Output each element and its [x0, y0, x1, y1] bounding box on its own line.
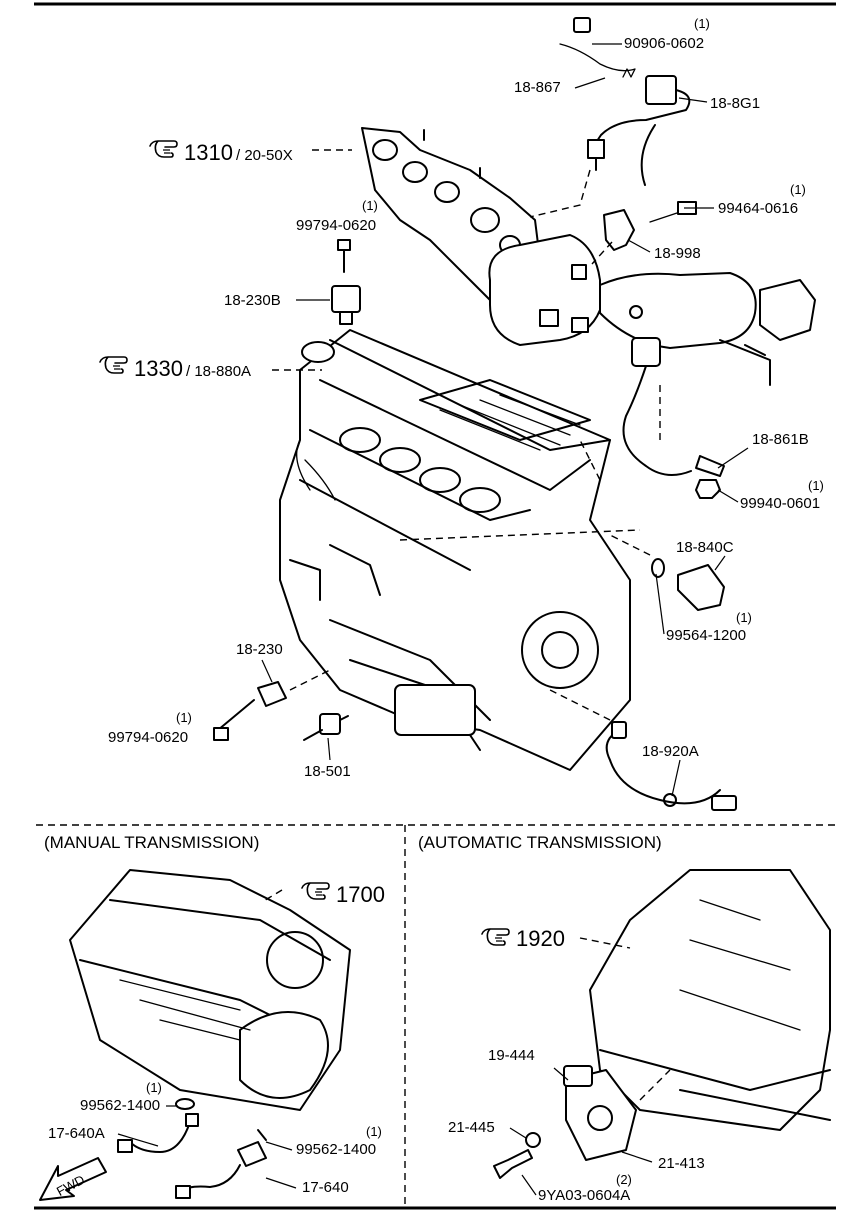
oxygen-sensor-upper [587, 75, 691, 186]
p18-501: 18-501 [304, 763, 351, 780]
p99562-b-qty: (1) [366, 1124, 382, 1139]
ref-1310-part: / 20-50X [236, 147, 293, 164]
automatic-section-title: (AUTOMATIC TRANSMISSION) [418, 833, 662, 852]
p18-867: 18-867 [514, 79, 561, 96]
knock-sensor-18-501 [303, 713, 349, 741]
p18-230B: 18-230B [224, 292, 281, 309]
pointing-hand-icon [481, 928, 510, 946]
p19-444: 19-444 [488, 1047, 535, 1064]
pointing-hand-icon [149, 140, 178, 158]
p18-861B: 18-861B [752, 431, 809, 448]
p99464-qty: (1) [790, 182, 806, 197]
p18-8G1: 18-8G1 [710, 95, 760, 112]
ref-1330-part: / 18-880A [186, 363, 251, 380]
heat-insulator-18-867 [559, 17, 636, 78]
p99794-low: 99794-0620 [108, 729, 188, 746]
manual-transmission [69, 869, 351, 1111]
p99562-a: 99562-1400 [80, 1097, 160, 1114]
ref-1700: 1700 [301, 882, 385, 907]
p99562-a-qty: (1) [146, 1080, 162, 1095]
fwd-arrow-icon [39, 1157, 107, 1201]
harness-18-920A [605, 721, 737, 811]
camshaft-sensor-18-230B [331, 239, 361, 325]
p18-230: 18-230 [236, 641, 283, 658]
pointing-hand-icon [301, 882, 330, 900]
engine-block [279, 329, 631, 771]
p21-445: 21-445 [448, 1119, 495, 1136]
p99940: 99940-0601 [740, 495, 820, 512]
p99562-b: 99562-1400 [296, 1141, 376, 1158]
manual-sensors [117, 1098, 267, 1199]
p99564-qty: (1) [736, 610, 752, 625]
pointing-hand-icon [99, 356, 128, 374]
automatic-transmission [589, 869, 831, 1131]
p99794-top: 99794-0620 [296, 217, 376, 234]
oxygen-sensor-lower [622, 337, 725, 499]
page-frame [34, 2, 836, 1210]
p99464: 99464-0616 [718, 200, 798, 217]
p99564: 99564-1200 [666, 627, 746, 644]
p17-640A: 17-640A [48, 1125, 105, 1142]
manual-section-title: (MANUAL TRANSMISSION) [44, 833, 259, 852]
catalytic-converter [488, 234, 816, 386]
p18-998: 18-998 [654, 245, 701, 262]
oil-pressure-switch-18-840C [651, 558, 725, 611]
p99940-qty: (1) [808, 478, 824, 493]
ref-1330: 1330 / 18-880A [99, 356, 251, 381]
callout-leaders [117, 43, 749, 1196]
p17-640: 17-640 [302, 1179, 349, 1196]
p9YA03: 9YA03-0604A [538, 1187, 630, 1204]
p90906: 90906-0602 [624, 35, 704, 52]
p18-840C: 18-840C [676, 539, 734, 556]
dashed-leaders-trans [261, 889, 671, 1101]
ref-1310: 1310 / 20-50X [149, 140, 293, 165]
p99794-low-qty: (1) [176, 710, 192, 725]
p90906-qty: (1) [694, 16, 710, 31]
ref-1330-number: 1330 [134, 356, 183, 381]
p9YA03-qty: (2) [616, 1172, 632, 1187]
ref-1920-number: 1920 [516, 926, 565, 951]
ref-1700-number: 1700 [336, 882, 385, 907]
p99794-top-qty: (1) [362, 198, 378, 213]
crank-sensor-18-230 [213, 681, 287, 741]
ref-1310-number: 1310 [184, 140, 233, 165]
dashed-leaders-engine [272, 149, 661, 721]
bracket-18-998 [603, 201, 697, 251]
p21-413: 21-413 [658, 1155, 705, 1172]
p18-920A: 18-920A [642, 743, 699, 760]
range-switch-21-413 [493, 1065, 637, 1179]
ref-1920: 1920 [481, 926, 565, 951]
